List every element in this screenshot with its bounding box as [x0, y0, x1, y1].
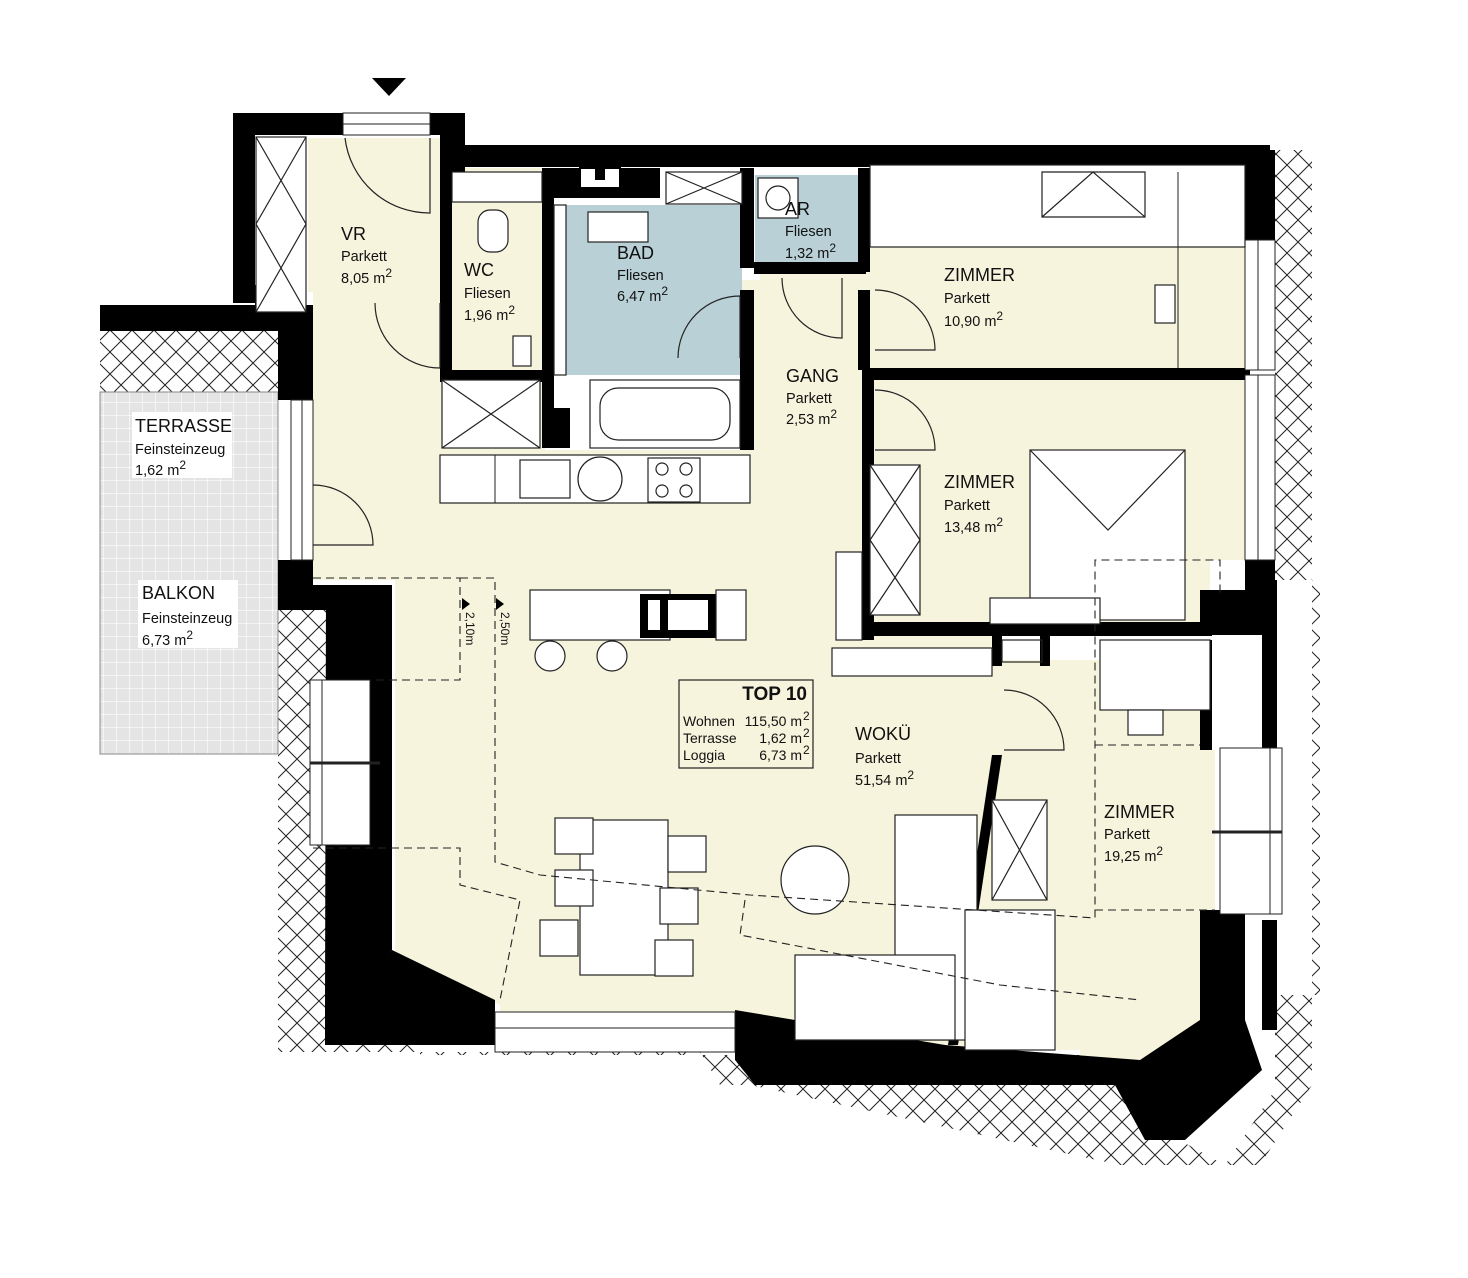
summary-label-3: Loggia [683, 747, 725, 763]
room-name: WOKÜ [855, 724, 911, 744]
room-area: 6,73 m [142, 633, 186, 649]
room-label-zimmer-3: ZIMMER Parkett 19,25 m2 [1104, 802, 1175, 865]
room-label-terrasse: TERRASSE Feinsteinzeug 1,62 m2 [132, 412, 232, 479]
room-floor: Parkett [855, 751, 901, 767]
room-area: 8,05 m [341, 271, 385, 287]
svg-text:51,54 m2: 51,54 m2 [855, 768, 914, 789]
unit-summary-box: TOP 10 Wohnen 115,50 m 2 Terrasse 1,62 m… [678, 679, 814, 769]
room-area: 6,47 m [617, 289, 661, 305]
room-name: ZIMMER [944, 265, 1015, 285]
svg-text:8,05 m2: 8,05 m2 [341, 266, 392, 287]
exterior-insulation [100, 150, 1320, 1165]
svg-text:13,48 m2: 13,48 m2 [944, 515, 1003, 536]
summary-label-2: Terrasse [683, 730, 737, 746]
room-floor: Parkett [786, 391, 832, 407]
room-floor: Fliesen [617, 268, 664, 284]
svg-text:10,90 m2: 10,90 m2 [944, 309, 1003, 330]
svg-text:1,62 m2: 1,62 m2 [135, 458, 186, 479]
entrance-arrow-icon [372, 78, 406, 96]
room-floor: Parkett [1104, 827, 1150, 843]
room-name: BALKON [142, 583, 215, 603]
room-name: ZIMMER [944, 472, 1015, 492]
room-area: 13,48 m [944, 520, 996, 536]
svg-text:2: 2 [803, 709, 810, 723]
svg-text:1,32 m2: 1,32 m2 [785, 241, 836, 262]
room-label-vr: VR Parkett 8,05 m2 [341, 224, 392, 287]
svg-text:2,53 m2: 2,53 m2 [786, 407, 837, 428]
room-floor: Parkett [341, 249, 387, 265]
room-area: 19,25 m [1104, 849, 1156, 865]
room-area: 1,32 m [785, 246, 829, 262]
ceiling-lines [313, 559, 1221, 1001]
room-label-bad: BAD Fliesen 6,47 m2 [617, 243, 668, 305]
room-label-gang: GANG Parkett 2,53 m2 [786, 366, 839, 428]
summary-value-3: 6,73 m [759, 747, 802, 763]
room-name: TERRASSE [135, 416, 232, 436]
room-area: 1,62 m [135, 463, 179, 479]
room-floor: Feinsteinzeug [142, 611, 232, 627]
furniture [255, 136, 1246, 1051]
doors [312, 137, 1065, 751]
windows [290, 112, 1283, 1053]
summary-value-1: 115,50 m [745, 713, 802, 729]
room-floor: Fliesen [464, 286, 511, 302]
summary-title: TOP 10 [742, 684, 807, 705]
room-area: 2,53 m [786, 412, 830, 428]
room-floor: Feinsteinzeug [135, 442, 225, 458]
room-name: VR [341, 224, 366, 244]
svg-text:6,73 m2: 6,73 m2 [142, 628, 193, 649]
room-name: ZIMMER [1104, 802, 1175, 822]
room-area: 51,54 m [855, 773, 907, 789]
svg-text:2: 2 [803, 743, 810, 757]
height-label-2: 2,50m [498, 612, 512, 645]
room-area: 10,90 m [944, 314, 996, 330]
room-name: WC [464, 260, 494, 280]
room-label-balkon: BALKON Feinsteinzeug 6,73 m2 [138, 580, 238, 649]
height-label-1: 2,10m [463, 612, 477, 645]
summary-value-2: 1,62 m [759, 730, 802, 746]
room-floor: Parkett [944, 498, 990, 514]
room-label-zimmer-1: ZIMMER Parkett 10,90 m2 [944, 265, 1015, 330]
room-name: GANG [786, 366, 839, 386]
room-area: 1,96 m [464, 308, 508, 324]
svg-text:6,47 m2: 6,47 m2 [617, 284, 668, 305]
room-name: AR [785, 199, 810, 219]
room-label-wokue: WOKÜ Parkett 51,54 m2 [855, 724, 914, 789]
room-name: BAD [617, 243, 654, 263]
room-label-wc: WC Fliesen 1,96 m2 [464, 260, 515, 324]
summary-label-1: Wohnen [683, 713, 735, 729]
svg-text:19,25 m2: 19,25 m2 [1104, 844, 1163, 865]
svg-text:2: 2 [803, 726, 810, 740]
room-label-zimmer-2: ZIMMER Parkett 13,48 m2 [944, 472, 1015, 536]
room-floor: Fliesen [785, 224, 832, 240]
svg-text:1,96 m2: 1,96 m2 [464, 303, 515, 324]
room-floor: Parkett [944, 291, 990, 307]
room-label-ar: AR Fliesen 1,32 m2 [785, 199, 836, 262]
ceiling-height-markers: 2,10m 2,50m [462, 598, 512, 645]
